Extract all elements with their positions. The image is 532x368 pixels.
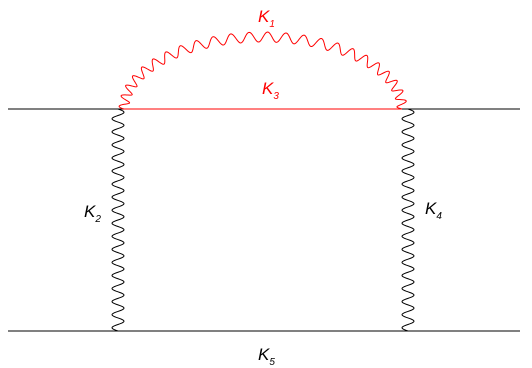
label-k2: K2 <box>84 202 101 225</box>
label-k1: K1 <box>258 7 275 30</box>
wavy-line-k4 <box>401 108 415 332</box>
label-k4: K4 <box>425 199 442 222</box>
wavy-line-k2 <box>111 108 125 332</box>
wavy-arc-k1 <box>118 31 407 110</box>
label-k5: K5 <box>258 345 275 368</box>
label-k3: K3 <box>262 79 279 102</box>
